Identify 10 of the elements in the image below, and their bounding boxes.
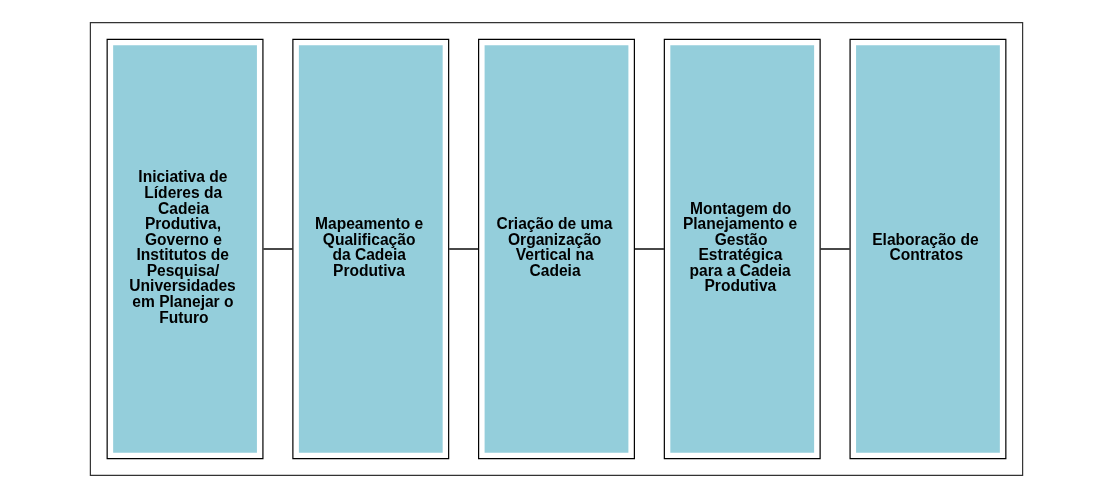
connector bbox=[447, 248, 479, 250]
connector bbox=[633, 248, 665, 250]
node-box: Iniciativa de Líderes da Cadeia Produtiva, Governo e Institutos de Pesquisa/ Universidades em Planejar o Futuro bbox=[106, 38, 264, 460]
node-box: Montagem do Planejamento e Gestão Estratégica para a Cadeia Produtiva bbox=[663, 38, 821, 460]
node-box: Elaboração de Contratos bbox=[848, 38, 1006, 460]
node-box: Criação de uma Organização Vertical na Cadeia bbox=[477, 38, 635, 460]
connector bbox=[819, 248, 850, 250]
node-box: Mapeamento e Qualificação da Cadeia Produtiva bbox=[291, 38, 449, 460]
cluster bbox=[89, 21, 1023, 477]
connector bbox=[262, 248, 293, 250]
